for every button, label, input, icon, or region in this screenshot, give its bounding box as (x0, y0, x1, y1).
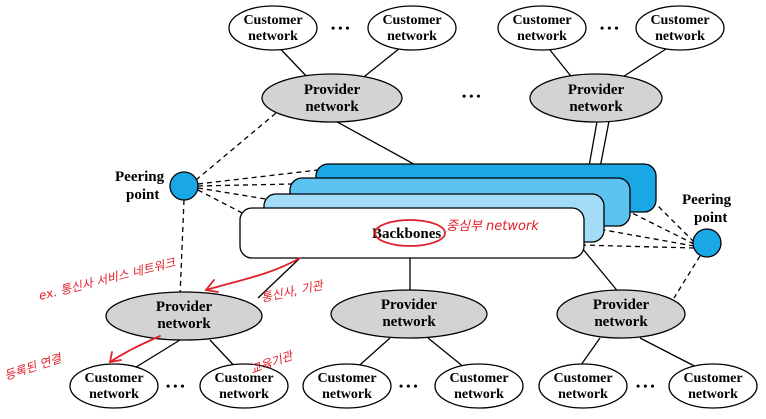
provider-bottom-left: Provider network (105, 291, 263, 341)
peering-right-label-1: Peering (682, 192, 732, 208)
customer-label-2: network (558, 387, 608, 402)
customer-bottom-4: Customer network (434, 363, 524, 409)
dash-pl-bb4 (197, 189, 249, 217)
provider-label-2: network (157, 316, 211, 332)
annotation-arrowhead-customer (108, 351, 122, 364)
dash-pl-prov-tl (195, 107, 283, 181)
customer-bottom-6: Customer network (668, 363, 758, 409)
peering-links (179, 107, 701, 299)
customer-label-1: Customer (683, 371, 742, 386)
annotation-arrow-customer (109, 335, 161, 363)
ellipsis-provider-top: • • • (462, 89, 481, 103)
provider-top-left: Provider network (261, 73, 403, 123)
annotation-backbone-note: 중심부 network (446, 219, 539, 234)
customer-label-1: Customer (553, 371, 612, 386)
customer-label-1: Customer (650, 13, 709, 28)
provider-label-1: Provider (304, 82, 361, 98)
customer-bottom-5: Customer network (538, 363, 628, 409)
peering-left-label-1: Peering (115, 169, 165, 185)
dash-pr-bb3 (603, 229, 695, 247)
backbone-stack (239, 163, 657, 259)
customer-label-1: Customer (84, 371, 143, 386)
ellipsis-top-right: • • • (600, 21, 619, 35)
annotation-circle-backbones (374, 219, 446, 247)
customer-label-2: network (387, 29, 437, 44)
customer-top-1: Customer network (228, 5, 318, 51)
provider-label-2: network (305, 99, 359, 115)
annotation-customer-note: 등록된 연결 (3, 351, 65, 383)
provider-label-1: Provider (593, 297, 650, 313)
ellipsis-bottom-2: • • • (399, 379, 418, 393)
provider-label-2: network (382, 314, 436, 330)
ellipsis-top-left: • • • (331, 21, 350, 35)
handwritten-annotations (108, 219, 446, 364)
ellipsis-bottom-1: • • • (166, 379, 185, 393)
provider-label-2: network (594, 314, 648, 330)
customer-label-1: Customer (243, 13, 302, 28)
dash-pr-bb1 (651, 199, 695, 243)
customer-bottom-2: Customer network (199, 363, 289, 409)
annotation-provider-note: 통신사, 기관 (260, 278, 326, 305)
customer-top-4: Customer network (635, 5, 725, 51)
provider-label-1: Provider (568, 82, 625, 98)
customer-label-1: Customer (382, 13, 441, 28)
customer-bottom-1: Customer network (69, 363, 159, 409)
annotation-arrow-provider (205, 257, 301, 291)
customer-label-1: Customer (214, 371, 273, 386)
customer-label-1: Customer (449, 371, 508, 386)
customer-label-1: Customer (317, 371, 376, 386)
provider-top-right: Provider network (529, 73, 663, 123)
customer-label-1: Customer (512, 13, 571, 28)
peering-point-right (692, 228, 722, 258)
backbone-layer-4 (239, 207, 585, 259)
dash-pr-bb2 (629, 211, 695, 245)
link-prov-bl-backbone (257, 257, 301, 299)
annotation-arrowhead-provider (204, 279, 219, 293)
provider-label-2: network (569, 99, 623, 115)
dash-pl-prov-bl (179, 199, 185, 297)
provider-bottom-middle: Provider network (330, 289, 488, 339)
peering-right-label-2: point (694, 210, 727, 226)
provider-label-1: Provider (156, 299, 213, 315)
dash-pr-prov-br (673, 255, 701, 299)
customer-label-2: network (248, 29, 298, 44)
dash-pr-bb4 (579, 244, 695, 249)
dash-pl-bb3 (197, 187, 273, 201)
provider-bottom-right: Provider network (556, 289, 686, 339)
customer-label-2: network (655, 29, 705, 44)
provider-label-1: Provider (381, 297, 438, 313)
customer-label-2: network (454, 387, 504, 402)
customer-label-2: network (517, 29, 567, 44)
ellipsis-bottom-3: • • • (636, 379, 655, 393)
customer-top-2: Customer network (367, 5, 457, 51)
dash-pl-bb2 (197, 183, 293, 187)
peering-point-left (169, 171, 199, 201)
backbones-label: Backbones (372, 226, 441, 242)
customer-label-2: network (89, 387, 139, 402)
customer-top-3: Customer network (497, 5, 587, 51)
customer-label-2: network (688, 387, 738, 402)
peering-left-label-2: point (126, 187, 159, 203)
customer-label-2: network (322, 387, 372, 402)
dash-pl-bb1 (197, 169, 319, 185)
customer-label-2: network (219, 387, 269, 402)
customer-bottom-3: Customer network (302, 363, 392, 409)
link-prov-br-backbone (581, 247, 621, 295)
